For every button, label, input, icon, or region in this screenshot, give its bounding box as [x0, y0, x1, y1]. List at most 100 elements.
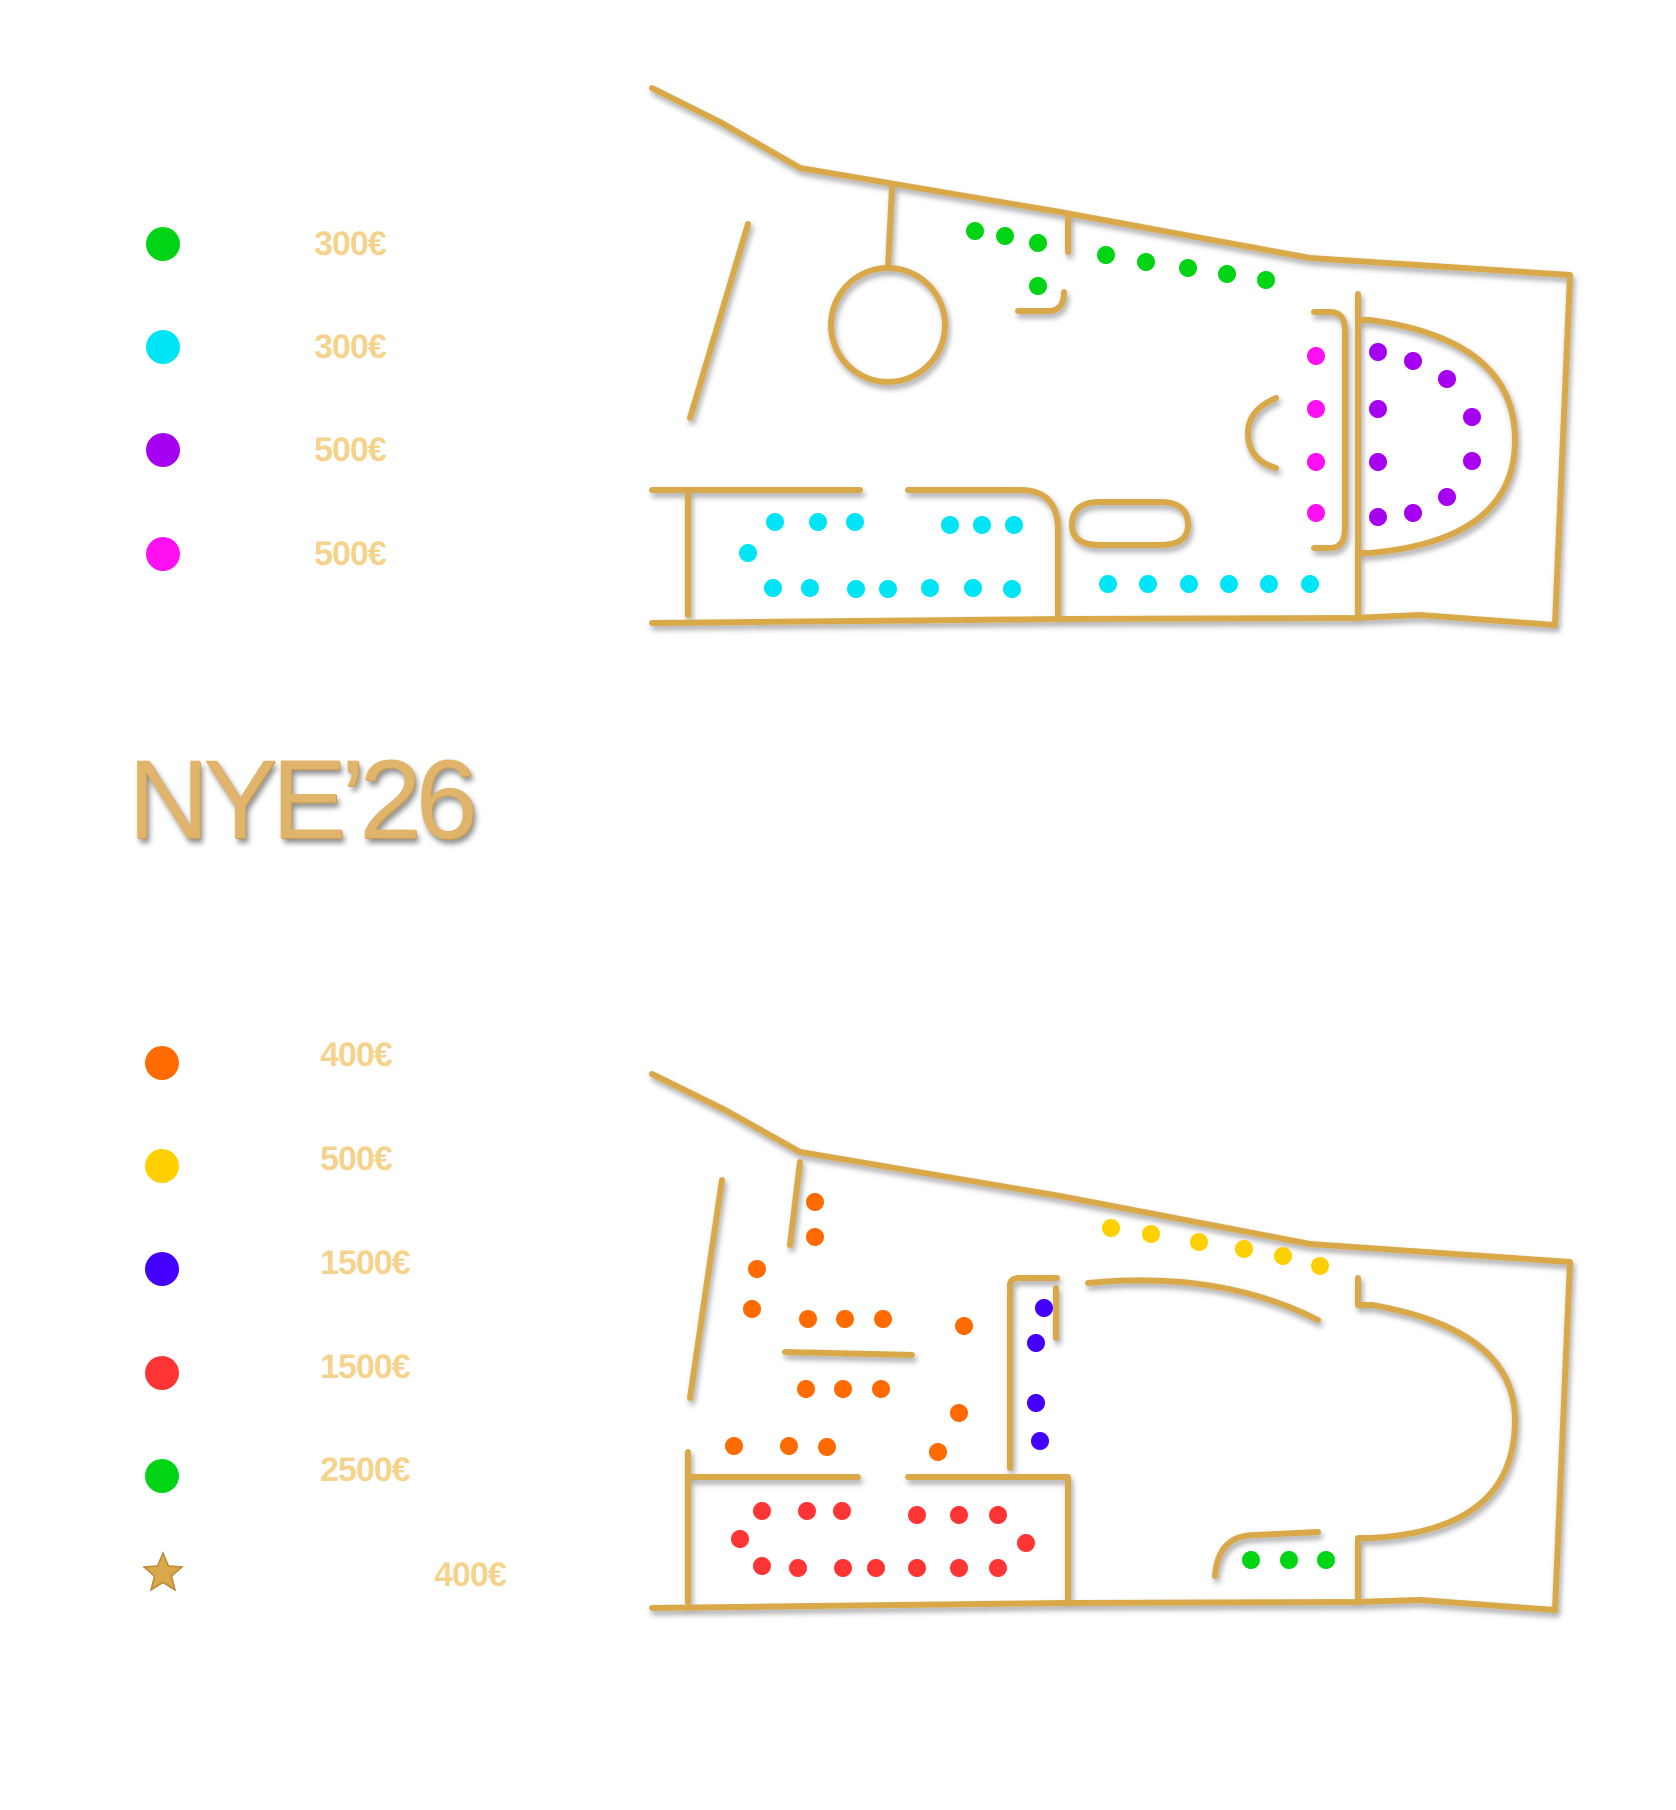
seat-purple [1369, 343, 1387, 361]
seat-orange [950, 1404, 968, 1422]
floor-plan-top [649, 85, 1573, 628]
seat-green [1179, 259, 1197, 277]
seat-yellow [1235, 1240, 1253, 1258]
seat-red [789, 1559, 807, 1577]
seat-green [996, 227, 1014, 245]
seat-green [1280, 1551, 1298, 1569]
seat-cyan [1260, 575, 1278, 593]
legend-dot-green [146, 227, 180, 261]
seat-blue [1027, 1334, 1045, 1352]
seat-cyan [847, 580, 865, 598]
legend-price: 300€ [314, 225, 387, 263]
seat-green [1097, 246, 1115, 264]
seat-cyan [1220, 575, 1238, 593]
seat-orange [818, 1438, 836, 1456]
seat-purple [1463, 452, 1481, 470]
page-title: NYE’26 [128, 737, 478, 862]
seat-blue [1027, 1394, 1045, 1412]
seat-orange [872, 1380, 890, 1398]
seat-orange [725, 1437, 743, 1455]
seat-cyan [1180, 575, 1198, 593]
seat-cyan [879, 580, 897, 598]
seat-purple [1404, 352, 1422, 370]
seat-red [834, 1559, 852, 1577]
legend-dot-magenta [146, 537, 180, 571]
seat-cyan [764, 579, 782, 597]
seat-orange [874, 1310, 892, 1328]
seat-cyan [1301, 575, 1319, 593]
seat-cyan [1005, 516, 1023, 534]
seat-red [950, 1559, 968, 1577]
seat-red [1017, 1534, 1035, 1552]
seat-green [1257, 271, 1275, 289]
seat-purple [1404, 504, 1422, 522]
legend-price: 500€ [314, 431, 387, 469]
seat-orange [836, 1310, 854, 1328]
seat-red [798, 1502, 816, 1520]
seat-orange [799, 1310, 817, 1328]
seat-red [753, 1557, 771, 1575]
seat-green [1137, 253, 1155, 271]
seat-orange [806, 1228, 824, 1246]
legend-dot-orange [145, 1046, 179, 1080]
seat-green [1317, 1551, 1335, 1569]
seat-yellow [1190, 1233, 1208, 1251]
seat-red [867, 1559, 885, 1577]
legend-dot-purple [146, 433, 180, 467]
seat-cyan [846, 513, 864, 531]
seat-magenta [1307, 504, 1325, 522]
seat-red [908, 1559, 926, 1577]
legend-price: 1500€ [320, 1244, 411, 1282]
legend-dot-blue [145, 1252, 179, 1286]
seat-green [1242, 1551, 1260, 1569]
seat-orange [955, 1317, 973, 1335]
legend-dot-yellow [145, 1149, 179, 1183]
seat-orange [929, 1443, 947, 1461]
seat-cyan [964, 579, 982, 597]
seat-red [950, 1506, 968, 1524]
seat-blue [1031, 1432, 1049, 1450]
seat-red [753, 1502, 771, 1520]
seat-purple [1369, 400, 1387, 418]
legend-price: 500€ [314, 535, 387, 573]
legend-price: 2500€ [320, 1451, 411, 1489]
seat-blue [1035, 1299, 1053, 1317]
legend-price: 400€ [320, 1036, 393, 1074]
seat-cyan [739, 544, 757, 562]
legend-dot-red [145, 1356, 179, 1390]
seat-magenta [1307, 400, 1325, 418]
seat-purple [1438, 488, 1456, 506]
seat-cyan [941, 516, 959, 534]
seat-orange [748, 1260, 766, 1278]
legend-price: 400€ [434, 1556, 507, 1594]
seat-yellow [1274, 1247, 1292, 1265]
legend-dot-cyan [146, 330, 180, 364]
seat-cyan [921, 579, 939, 597]
seat-cyan [766, 513, 784, 531]
seat-orange [806, 1193, 824, 1211]
seat-purple [1438, 370, 1456, 388]
seat-green [1029, 277, 1047, 295]
seats-top [739, 222, 1481, 598]
seat-yellow [1102, 1219, 1120, 1237]
star-icon [142, 1551, 184, 1592]
seat-red [908, 1506, 926, 1524]
seat-cyan [801, 579, 819, 597]
seat-cyan [973, 516, 991, 534]
seat-red [989, 1559, 1007, 1577]
seat-cyan [1003, 580, 1021, 598]
seat-green [1029, 234, 1047, 252]
seat-red [833, 1502, 851, 1520]
seat-cyan [809, 513, 827, 531]
seat-orange [780, 1437, 798, 1455]
legend-price: 300€ [314, 328, 387, 366]
seat-green [966, 222, 984, 240]
seat-purple [1463, 408, 1481, 426]
seat-magenta [1307, 347, 1325, 365]
seat-magenta [1307, 453, 1325, 471]
legend-price: 1500€ [320, 1348, 411, 1386]
seat-orange [743, 1300, 761, 1318]
seat-cyan [1099, 575, 1117, 593]
